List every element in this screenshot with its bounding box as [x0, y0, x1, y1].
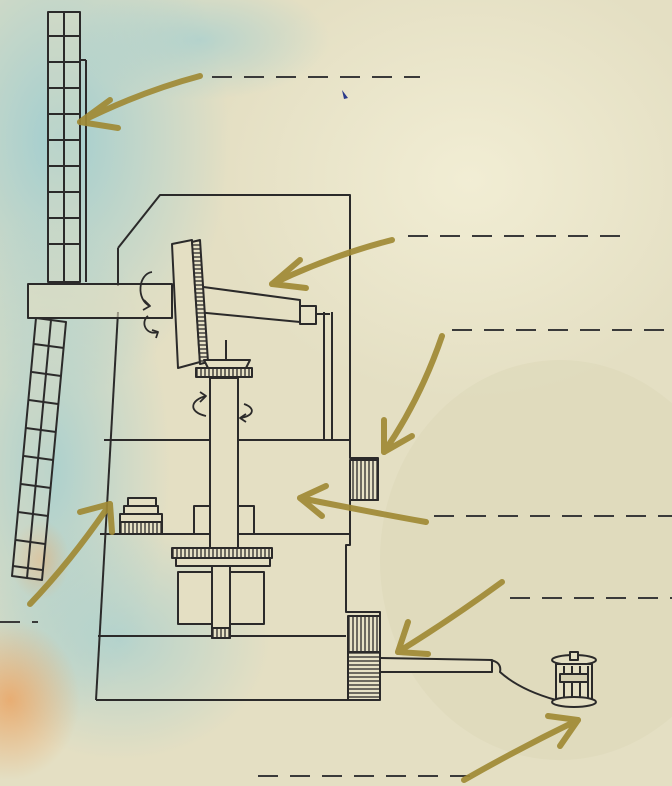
- upper-sail: [48, 12, 86, 282]
- main-shaft: [210, 378, 238, 550]
- great-spur-wheel: [172, 548, 272, 566]
- side-gear-upper: [350, 460, 378, 500]
- side-gear-lower: [348, 616, 380, 652]
- winch: [552, 652, 596, 707]
- side-gear-bottom: [348, 652, 380, 700]
